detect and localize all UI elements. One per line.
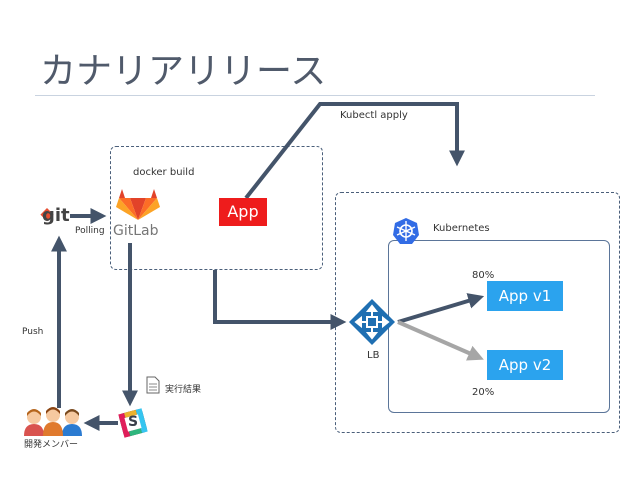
polling-label: Polling [75,226,105,236]
kubectl-apply-arrow [244,102,465,200]
app-v2-box: App v2 [487,350,563,380]
push-label: Push [22,327,44,337]
pct-v2-label: 20% [472,387,495,398]
slack-icon: S [118,408,148,438]
gitlab-logo-text: GitLab [113,223,159,239]
app-box: App [219,198,267,226]
git-logo-text: git [42,205,70,226]
load-balancer-icon [348,298,396,346]
exec-result-label: 実行結果 [165,385,202,395]
gitlab-logo-icon: GitLab [113,188,163,243]
git-logo-icon: git [37,202,71,232]
kubernetes-label: Kubernetes [433,223,490,234]
kubectl-apply-label: Kubectl apply [340,110,408,121]
app-v1-box: App v1 [487,281,563,311]
team-members-icon [22,406,84,436]
members-label: 開発メンバー [24,440,79,450]
slack-logo-text: S [128,414,139,430]
title-divider [35,95,595,96]
kubernetes-icon [392,217,420,245]
page-title: カナリアリリース [40,51,327,92]
document-icon [146,376,160,394]
cluster-outer-container [335,192,620,433]
lb-to-v1-arrow [397,293,485,324]
deploy-to-lb-arrow [213,270,347,330]
lb-to-v2-arrow [397,320,484,361]
lb-label: LB [367,350,380,361]
ci-container [110,146,323,270]
pct-v1-label: 80% [472,270,495,281]
docker-build-label: docker build [133,167,195,178]
